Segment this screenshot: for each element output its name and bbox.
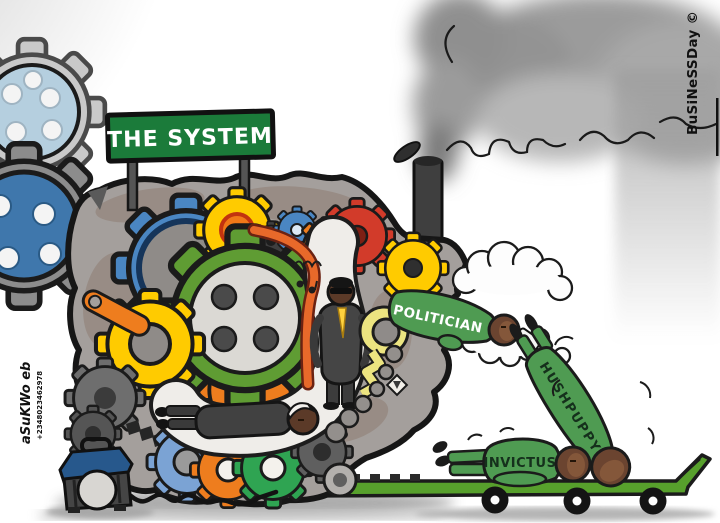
invictus-label: INVICTUS bbox=[484, 456, 557, 471]
keyhole-chain bbox=[324, 305, 410, 444]
suit-man-lying bbox=[155, 400, 320, 440]
motion-arcs bbox=[467, 427, 515, 441]
generator bbox=[58, 437, 279, 513]
tie bbox=[337, 307, 347, 339]
spring-detail bbox=[293, 260, 322, 294]
sunglasses-icon bbox=[330, 288, 352, 294]
sign-board bbox=[104, 108, 276, 164]
motion-arcs bbox=[551, 336, 655, 445]
wheel-icon bbox=[563, 487, 591, 515]
wheel-icon bbox=[639, 487, 667, 515]
edge-mark bbox=[716, 98, 719, 156]
wheel-icon bbox=[481, 486, 509, 514]
chimney-lid bbox=[393, 141, 421, 163]
machine-notch bbox=[88, 186, 108, 210]
sign-post bbox=[126, 156, 139, 212]
power-cable bbox=[128, 489, 279, 507]
right-shading bbox=[615, 70, 720, 340]
publisher-name: BuSiNeSSDay © bbox=[685, 11, 701, 135]
artist-phone: +2348023462978 bbox=[36, 371, 44, 440]
wrench-icon bbox=[81, 289, 151, 337]
smoke-outline bbox=[444, 24, 718, 158]
artist-name: aSuKWo eb bbox=[19, 362, 34, 444]
system-sign: THE SYSTEM bbox=[104, 108, 276, 212]
invictus-figure: INVICTUS bbox=[432, 427, 592, 488]
sign-label: THE SYSTEM bbox=[107, 124, 273, 153]
white-cap-icon bbox=[286, 402, 315, 420]
publisher-credit: BuSiNeSSDay © bbox=[685, 11, 701, 135]
top-left-gears bbox=[0, 39, 106, 308]
machine-gears bbox=[63, 186, 450, 510]
artist-signature: aSuKWo eb +2348023462978 bbox=[19, 362, 44, 444]
